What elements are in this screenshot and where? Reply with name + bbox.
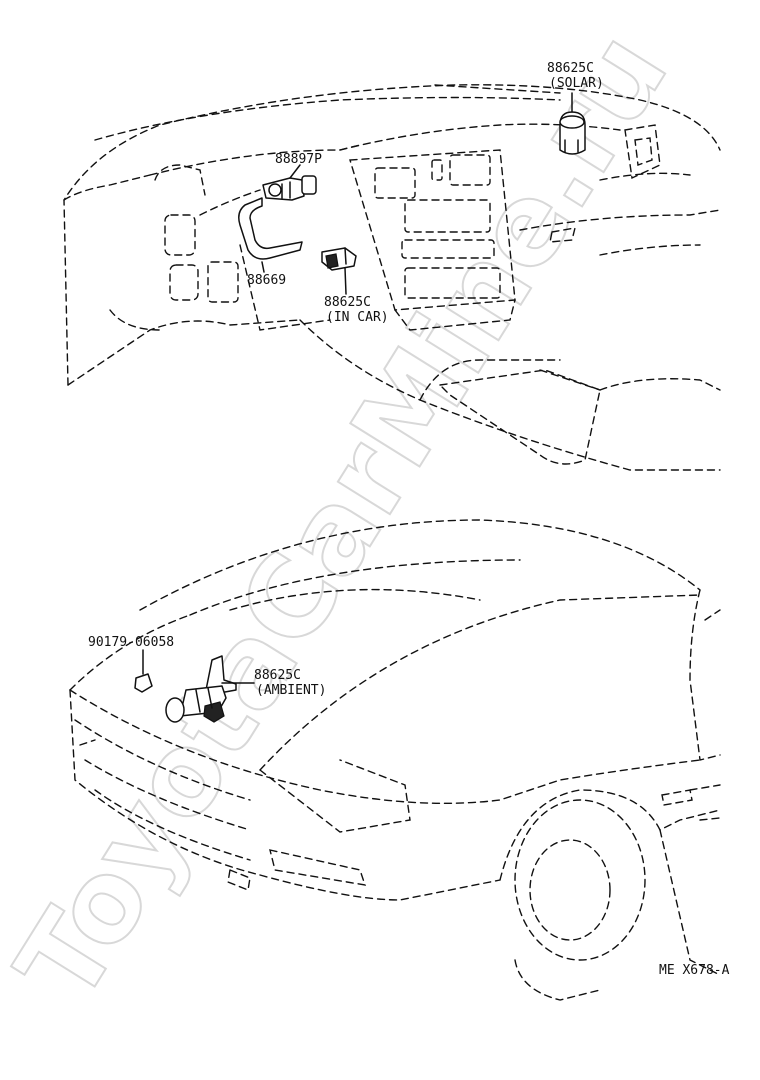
watermark-text: ToyotaCarMine.ru [0,11,693,1024]
hose-leader-line [261,261,265,273]
dashboard-illustration [63,84,721,471]
diagram-code: ME X678-A [659,963,730,978]
in-car-part-number: 88625C [324,295,371,310]
clip-part [134,673,153,693]
clip-part-number: 90179-06058 [88,635,174,650]
aspirator-part [262,175,317,201]
solar-sensor-part [559,111,586,155]
ambient-part-note: (AMBIENT) [256,683,326,698]
solar-part-note: (SOLAR) [549,76,604,91]
in-car-leader-line [344,267,347,295]
car-front-illustration [69,519,721,1001]
hose-part-number: 88669 [247,273,286,288]
aspirator-hose [238,197,303,260]
ambient-part-number: 88625C [254,668,301,683]
ambient-sensor-part [165,655,237,723]
in-car-sensor-part [321,247,357,271]
solar-part-number: 88625C [547,61,594,76]
in-car-part-note: (IN CAR) [326,310,389,325]
aspirator-leader-line [289,164,301,179]
aspirator-part-number: 88897P [275,152,322,167]
